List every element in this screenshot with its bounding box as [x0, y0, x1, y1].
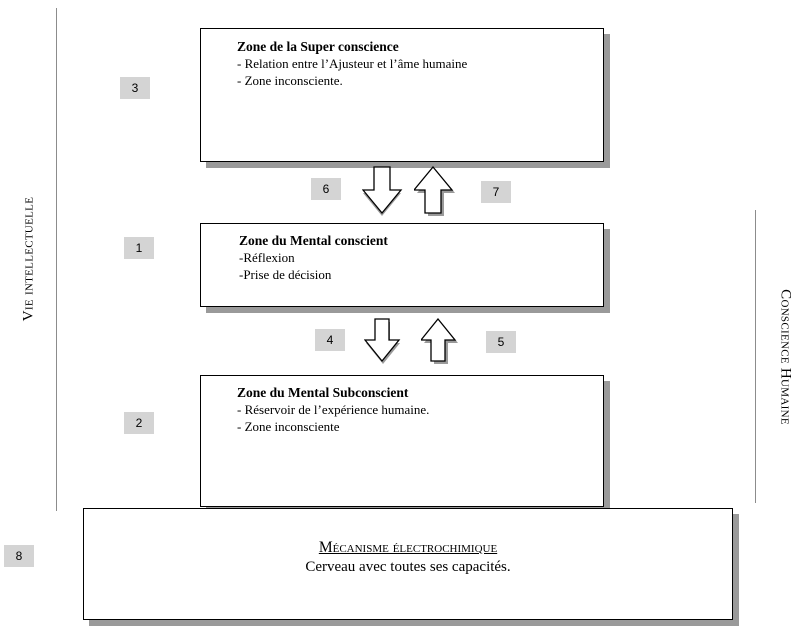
zone-super-conscience-title: Zone de la Super conscience — [237, 39, 399, 54]
side-label-vie-intellectuelle: Vie intellectuelle — [20, 196, 37, 322]
zone-super-conscience-box: Zone de la Super conscience - Relation e… — [200, 28, 604, 162]
number-badge-7: 7 — [481, 181, 511, 203]
zone-mental-subconscient-title: Zone du Mental Subconscient — [237, 385, 409, 400]
zone-super-conscience-line-1: - Relation entre l’Ajusteur et l’âme hum… — [237, 56, 468, 71]
right-vertical-rule — [755, 210, 756, 503]
number-badge-2: 2 — [124, 412, 154, 434]
arrow-up-5-icon — [421, 318, 458, 364]
zone-mental-subconscient-box: Zone du Mental Subconscient - Réservoir … — [200, 375, 604, 507]
arrow-down-6-icon — [362, 166, 403, 216]
mecanisme-title: Mécanisme électrochimique — [318, 539, 498, 556]
zone-mental-subconscient-line-1: - Réservoir de l’expérience humaine. — [237, 402, 430, 417]
zone-mental-conscient-line-2: -Prise de décision — [239, 267, 332, 282]
arrow-down-4-icon — [364, 318, 401, 364]
arrow-up-7-icon — [414, 166, 455, 216]
zone-mental-conscient-line-1: -Réflexion — [239, 250, 295, 265]
zone-super-conscience-line-2: - Zone inconsciente. — [237, 73, 343, 88]
number-badge-6: 6 — [311, 178, 341, 200]
zone-mental-conscient-box: Zone du Mental conscient -Réflexion -Pri… — [200, 223, 604, 307]
number-badge-8: 8 — [4, 545, 34, 567]
zone-mental-subconscient-line-2: - Zone inconsciente — [237, 419, 340, 434]
mecanisme-electrochimique-box: Mécanisme électrochimique Cerveau avec t… — [83, 508, 733, 620]
number-badge-4: 4 — [315, 329, 345, 351]
number-badge-1: 1 — [124, 237, 154, 259]
number-badge-5: 5 — [486, 331, 516, 353]
zone-mental-conscient-title: Zone du Mental conscient — [239, 233, 388, 248]
side-label-conscience-humaine: Conscience Humaine — [777, 289, 794, 425]
number-badge-3: 3 — [120, 77, 150, 99]
mecanisme-subtitle: Cerveau avec toutes ses capacités. — [305, 559, 511, 575]
left-vertical-rule — [56, 8, 57, 511]
